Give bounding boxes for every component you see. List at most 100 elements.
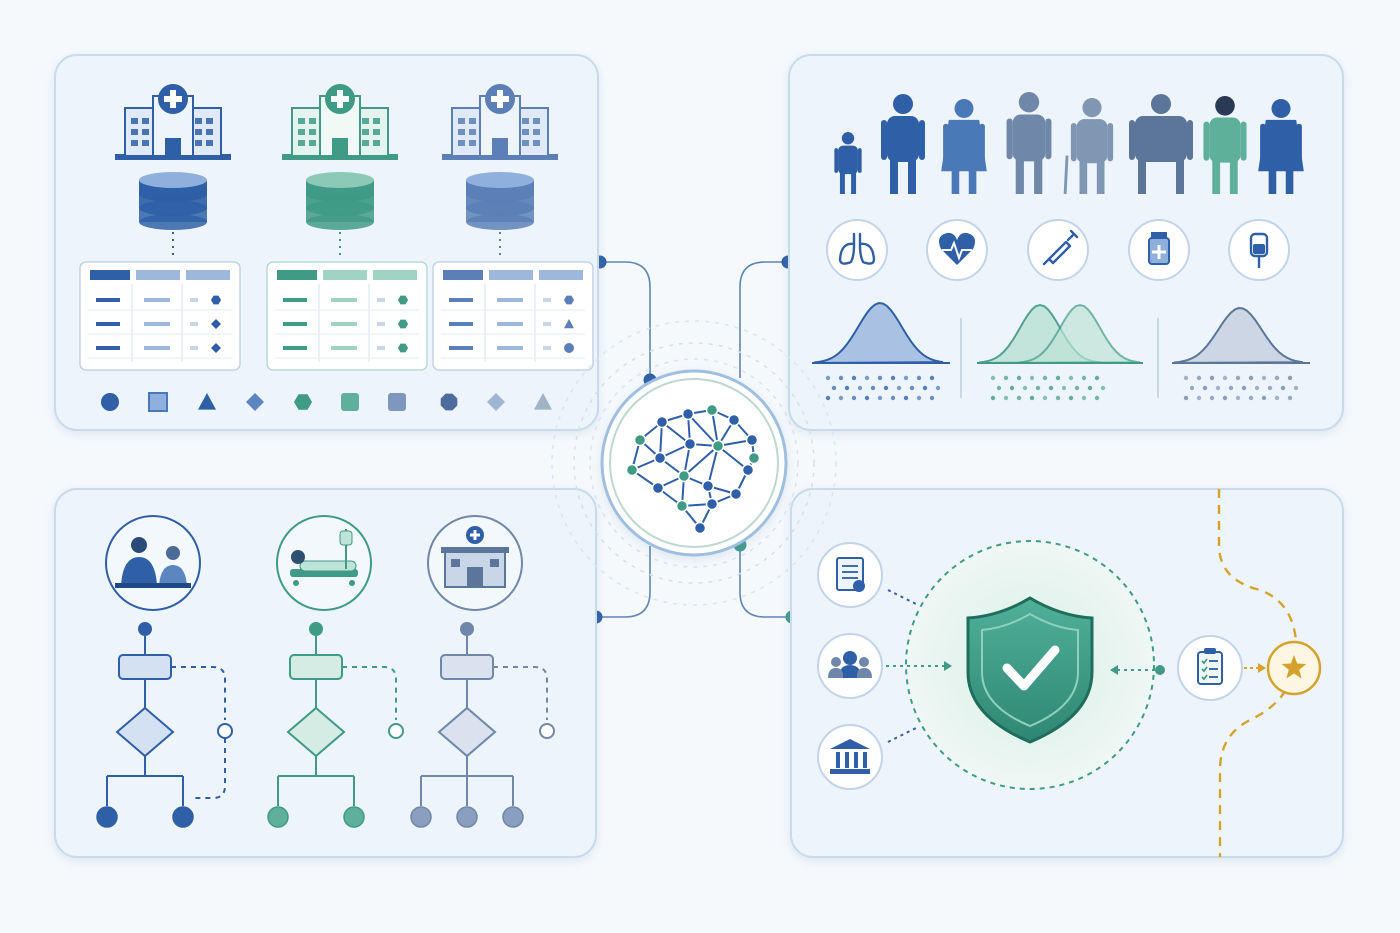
check-mark	[1002, 645, 1060, 691]
window	[373, 118, 380, 124]
shape-circle	[101, 393, 119, 411]
leg	[1176, 160, 1184, 194]
window	[469, 118, 476, 124]
iv-bag	[339, 530, 353, 546]
window	[533, 140, 540, 146]
head	[1215, 96, 1235, 116]
sample-dot	[1280, 385, 1286, 391]
table-cell	[96, 298, 120, 302]
clip	[1204, 648, 1216, 654]
sample-dot	[1055, 375, 1061, 381]
arm	[1203, 121, 1210, 161]
table-cell	[543, 322, 551, 326]
sample-dot	[1022, 385, 1028, 391]
table-cell	[331, 298, 357, 302]
doctor-consultation-icon	[105, 515, 201, 611]
network-node	[705, 497, 719, 511]
sample-dot	[1183, 375, 1189, 381]
table-cell	[331, 322, 357, 326]
leg	[908, 160, 916, 194]
arm	[1260, 123, 1266, 162]
arm	[881, 120, 887, 160]
sample-dot	[1215, 385, 1221, 391]
window	[458, 118, 465, 124]
table-cell	[449, 346, 473, 350]
leg	[1268, 161, 1277, 194]
sample-dot	[1009, 385, 1015, 391]
data-table-icon	[432, 261, 594, 371]
arm	[1129, 120, 1135, 160]
window	[131, 129, 138, 135]
checklist-icon	[1177, 635, 1243, 701]
patient-head	[166, 546, 180, 560]
sample-dot	[1048, 385, 1054, 391]
shield-check-icon	[966, 596, 1094, 744]
table-header-cell	[489, 270, 533, 280]
sample-dot	[1055, 395, 1061, 401]
flow-start	[460, 622, 474, 636]
flow-outcome	[502, 806, 524, 828]
table-cell	[190, 322, 198, 326]
shape-hexagon	[564, 295, 574, 305]
door	[165, 138, 181, 156]
arm	[834, 148, 839, 173]
output-node	[1155, 665, 1165, 675]
sample-dot	[916, 395, 922, 401]
cane	[1063, 155, 1069, 195]
table-frame	[266, 261, 428, 371]
flow-feedback	[171, 666, 226, 720]
network-node	[651, 481, 665, 495]
distribution-chart	[1172, 307, 1310, 365]
panel-data-sources	[54, 54, 599, 431]
sample-dot	[838, 375, 844, 381]
network-node	[701, 479, 715, 493]
arm	[943, 123, 949, 162]
clipboard	[1197, 651, 1223, 685]
tick	[1201, 666, 1208, 673]
table-cell	[377, 322, 385, 326]
hospital-icon	[282, 84, 398, 160]
sample-dot	[1016, 375, 1022, 381]
bottle-cross	[1152, 245, 1166, 259]
flow-outcome	[267, 806, 289, 828]
leg	[1285, 161, 1294, 194]
arm	[857, 148, 862, 173]
cross-h	[164, 96, 182, 102]
sample-dot	[1189, 385, 1195, 391]
db-top	[139, 172, 207, 188]
torso	[838, 145, 858, 175]
sample-dot	[935, 385, 941, 391]
arrowhead	[1110, 665, 1118, 675]
central-ai-hub	[551, 320, 837, 606]
window	[298, 140, 305, 146]
sample-dot	[903, 375, 909, 381]
table-cell	[377, 298, 385, 302]
table-cell	[190, 298, 198, 302]
arm	[919, 120, 925, 160]
patient-body	[159, 565, 187, 585]
column	[863, 752, 867, 768]
neural-network-brain-icon	[625, 403, 761, 535]
input-link	[887, 589, 919, 606]
shape-rounded-square	[341, 393, 359, 411]
sample-dot	[825, 375, 831, 381]
sample-dot	[1196, 375, 1202, 381]
connector-line	[596, 546, 651, 618]
pulse-line	[942, 240, 972, 261]
shape-diamond	[211, 319, 221, 329]
sample-dot	[1074, 385, 1080, 391]
hospital-bed-icon	[276, 515, 372, 611]
person-body	[839, 665, 861, 678]
sample-dot	[870, 385, 876, 391]
window	[522, 140, 529, 146]
sample-dot	[1287, 395, 1293, 401]
person-icon	[1203, 96, 1247, 194]
leg	[1138, 160, 1146, 194]
database-icon	[466, 172, 534, 256]
window	[458, 129, 465, 135]
window	[522, 129, 529, 135]
network-node	[633, 433, 647, 447]
db-top	[306, 172, 374, 188]
network-node	[729, 487, 743, 501]
window	[131, 118, 138, 124]
